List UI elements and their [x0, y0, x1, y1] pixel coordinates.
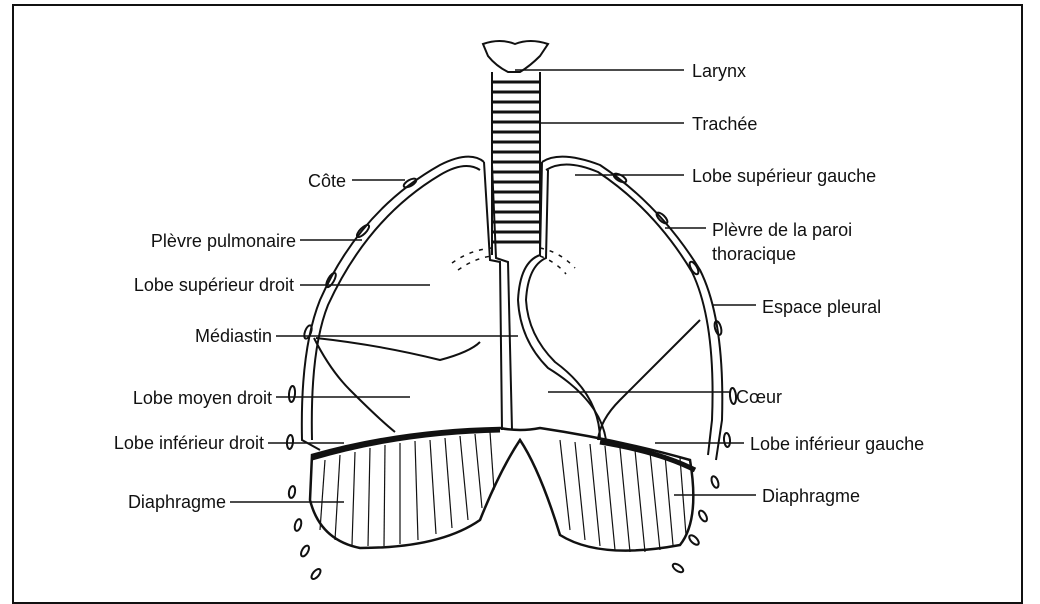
label-lobe-superieur-droit: Lobe supérieur droit [134, 274, 294, 296]
oblique-fissure-right [314, 338, 395, 432]
left-lung-inner [546, 164, 713, 455]
trachea-shape [492, 72, 540, 255]
label-mediastin: Médiastin [195, 325, 272, 347]
label-lobe-moyen-droit: Lobe moyen droit [133, 387, 272, 409]
label-lobe-inferieur-droit: Lobe inférieur droit [114, 432, 264, 454]
label-lobe-inferieur-gauche: Lobe inférieur gauche [750, 433, 924, 455]
larynx-shape [483, 41, 548, 72]
left-lung-outer [542, 157, 722, 460]
left-lung-medial [518, 162, 606, 440]
label-diaphragme-right: Diaphragme [762, 485, 860, 507]
label-lobe-superieur-gauche: Lobe supérieur gauche [692, 165, 876, 187]
label-plevre-paroi-thoracique: Plèvre de la paroi thoracique [712, 218, 912, 266]
label-larynx: Larynx [692, 60, 746, 82]
bronchi-marks [452, 248, 575, 274]
horizontal-fissure [316, 338, 480, 360]
diaphragm-shape [310, 428, 695, 552]
label-cote: Côte [308, 170, 346, 192]
oblique-fissure-left [598, 320, 700, 440]
label-trachee: Trachée [692, 113, 757, 135]
label-espace-pleural: Espace pleural [762, 296, 881, 318]
label-diaphragme-left: Diaphragme [128, 491, 226, 513]
label-coeur: Cœur [736, 386, 782, 408]
right-lung-inner [312, 166, 480, 440]
label-plevre-pulmonaire: Plèvre pulmonaire [151, 230, 296, 252]
